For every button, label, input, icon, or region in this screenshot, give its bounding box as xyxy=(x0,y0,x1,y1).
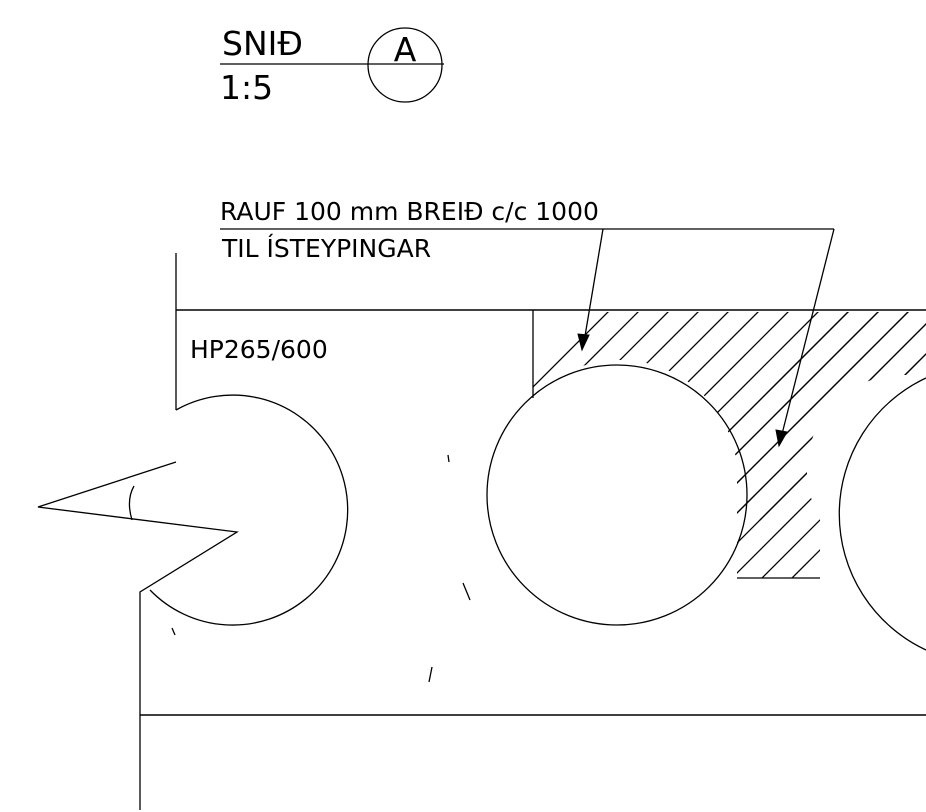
leader-arrow-1 xyxy=(577,333,590,352)
slot-hatch xyxy=(533,312,926,578)
leader-line-2 xyxy=(780,228,835,439)
hollow-core-middle xyxy=(486,364,748,626)
annotation-line-1: RAUF 100 mm BREIÐ c/c 1000 xyxy=(220,197,599,226)
break-symbol xyxy=(37,461,239,810)
break-arc xyxy=(128,485,135,521)
section-marker-letter: A xyxy=(394,30,417,69)
annotation-group: RAUF 100 mm BREIÐ c/c 1000 TIL ÍSTEYPING… xyxy=(220,197,835,448)
hollow-core-right xyxy=(838,377,926,651)
leader-line-1 xyxy=(583,228,604,343)
section-title: SNIÐ xyxy=(222,24,303,63)
title-block: SNIÐ 1:5 A xyxy=(220,24,444,107)
scale-text: 1:5 xyxy=(220,68,273,107)
product-label: HP265/600 xyxy=(190,335,328,364)
slab-section xyxy=(37,253,926,810)
hollow-core-left xyxy=(149,394,349,626)
section-marker-circle xyxy=(367,27,443,103)
annotation-line-2: TIL ÍSTEYPINGAR xyxy=(221,234,431,263)
